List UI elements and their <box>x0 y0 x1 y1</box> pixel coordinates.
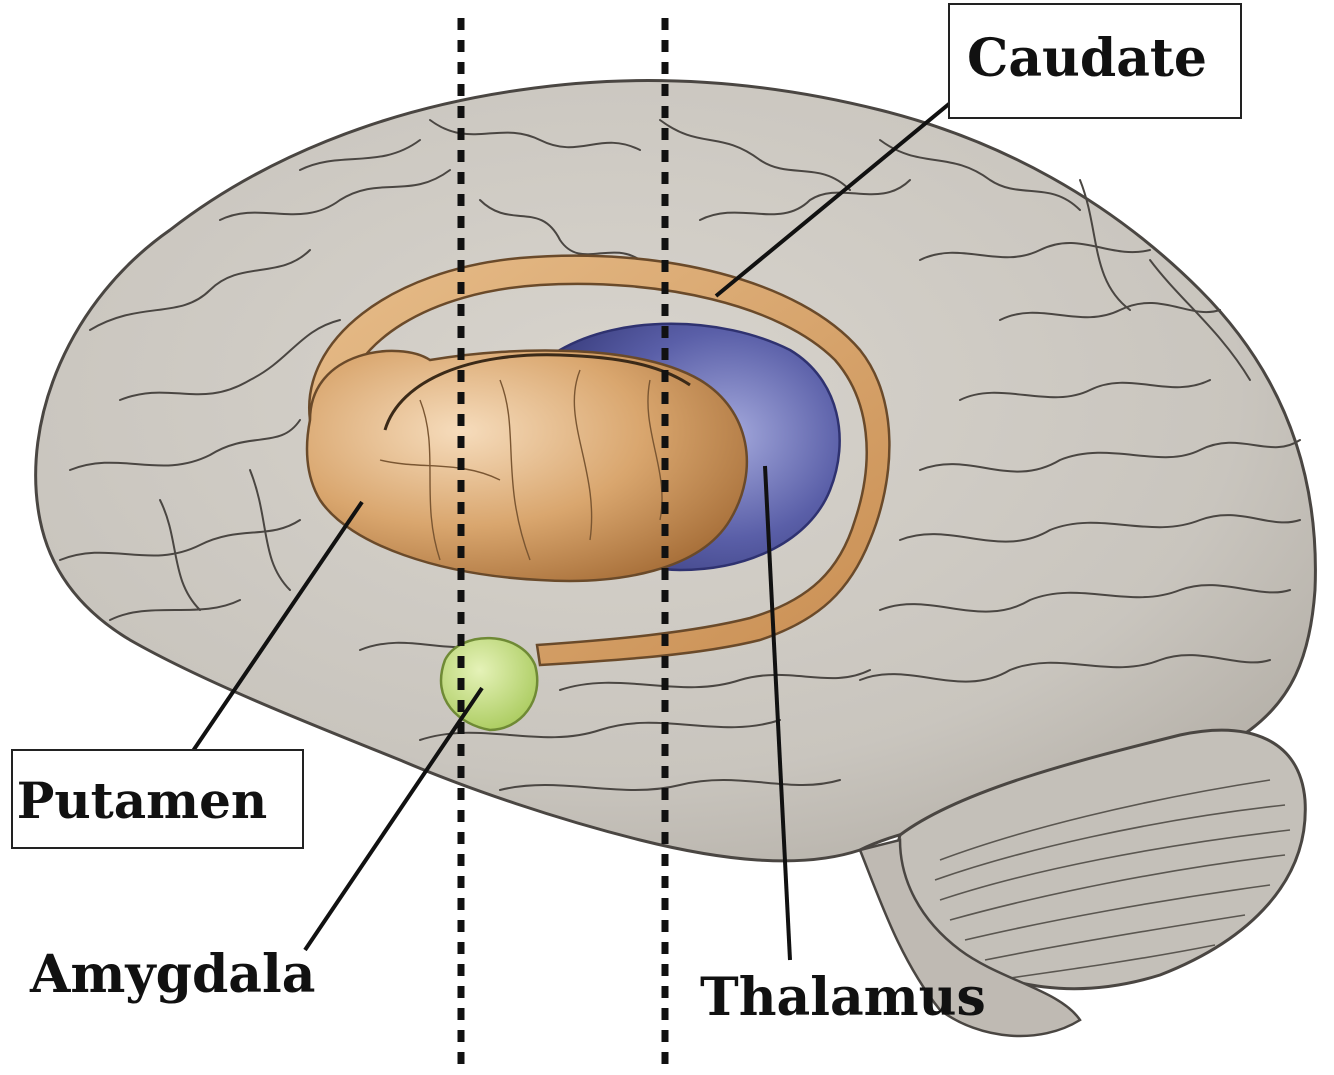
amygdala-label: Amygdala <box>29 944 315 1005</box>
thalamus-label: Thalamus <box>700 967 986 1028</box>
caudate-label: Caudate <box>967 28 1207 89</box>
putamen-label: Putamen <box>17 771 268 830</box>
